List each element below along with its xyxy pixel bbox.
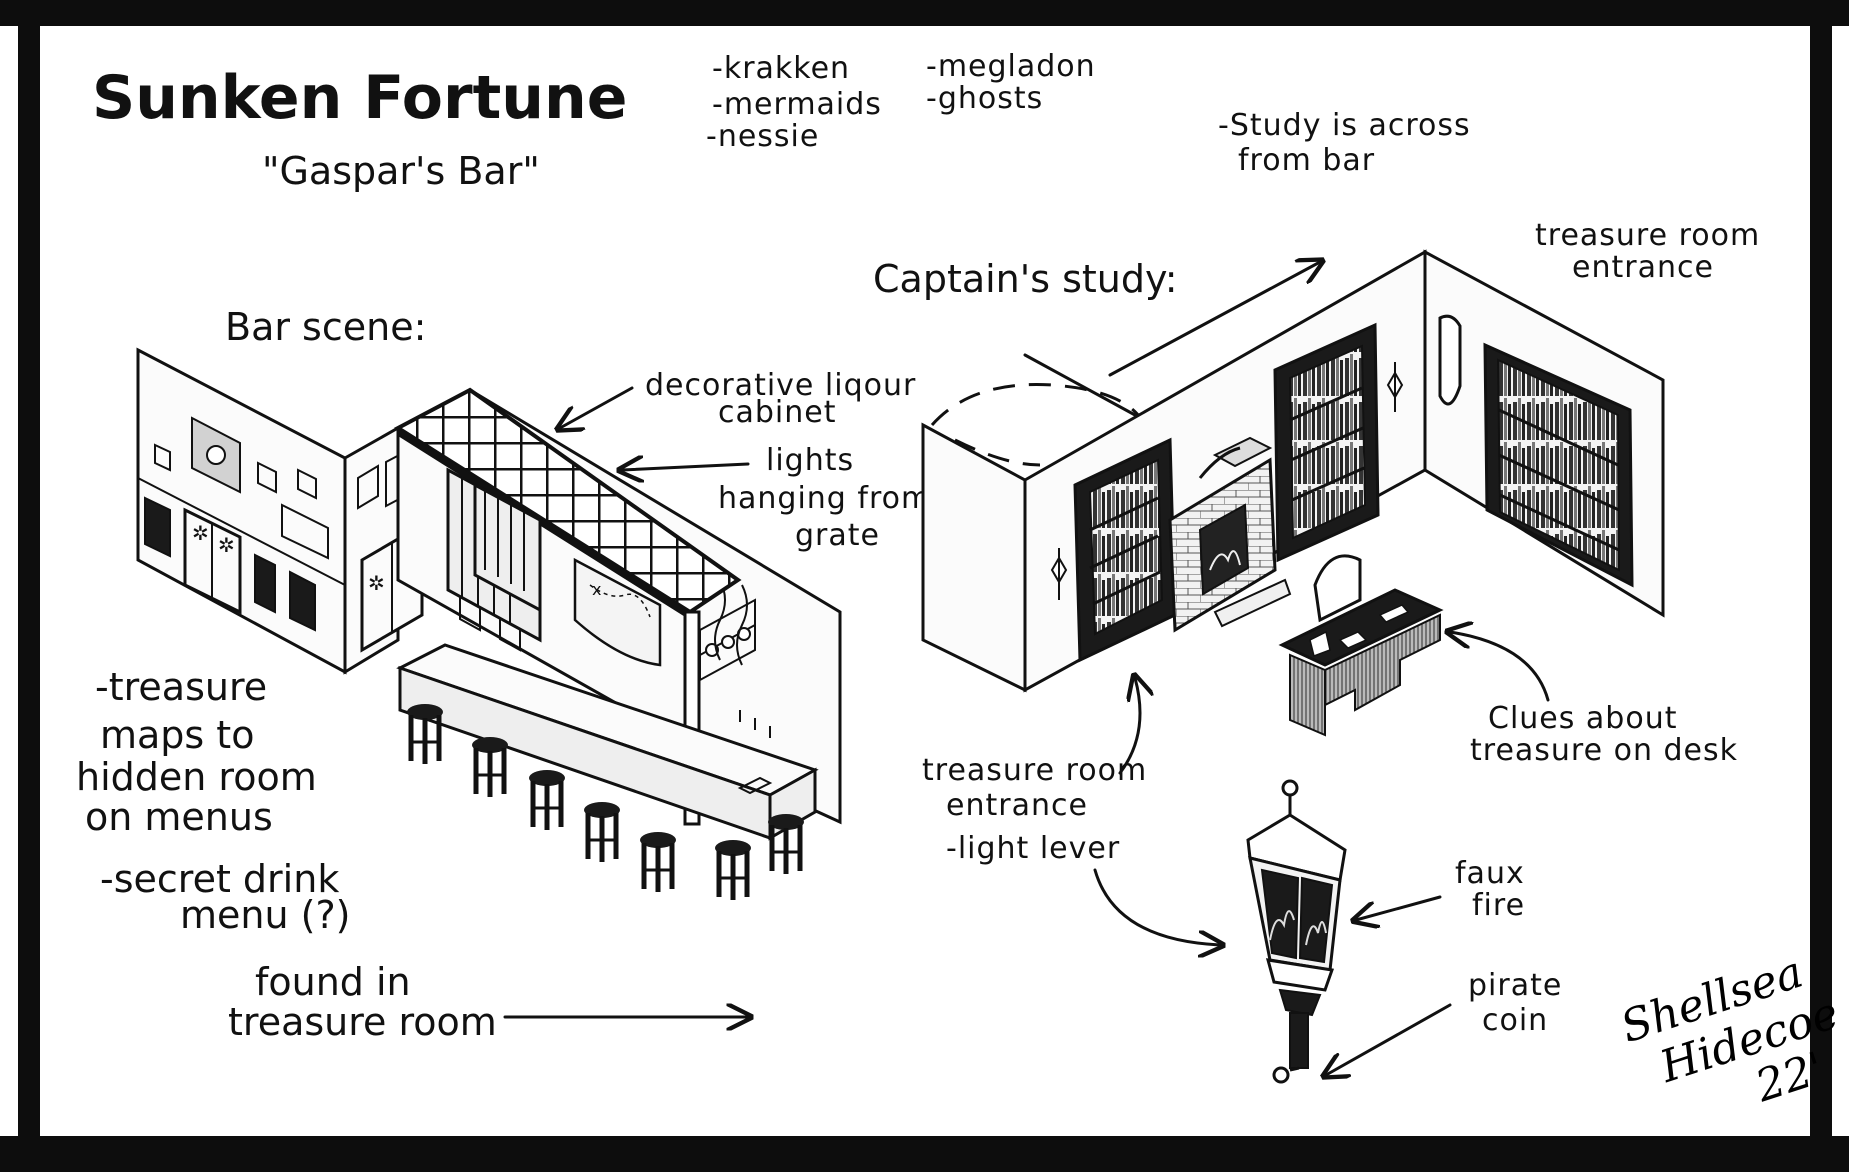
pirate-coin-icon — [1272, 1066, 1290, 1084]
label-line: treasure room — [922, 753, 1147, 788]
creature-item: -nessie — [706, 119, 819, 154]
wall-sconce-icon — [1050, 548, 1068, 600]
note-line: maps to — [100, 713, 254, 757]
door-star-icon: ✲ — [192, 521, 209, 545]
creature-item: -megladon — [926, 49, 1096, 84]
label-line: coin — [1482, 1003, 1548, 1038]
note-line: hidden room — [76, 755, 317, 799]
creature-item: -ghosts — [926, 81, 1043, 116]
desk-chair — [1313, 554, 1362, 623]
label-line: cabinet — [718, 395, 837, 430]
label-line: decorative liqour — [645, 368, 916, 403]
arrow — [1326, 1003, 1452, 1075]
treasure-map-banner — [573, 557, 662, 667]
arrow — [1356, 895, 1442, 920]
treasure-maps-note: -treasure maps to hidden room on menus — [76, 665, 317, 839]
page-title: Sunken Fortune — [92, 63, 627, 133]
label-line: pirate — [1468, 968, 1562, 1003]
door-star-icon: ✲ — [368, 571, 385, 595]
note-line: -secret drink — [100, 857, 339, 901]
study-heading: Captain's study: — [873, 257, 1178, 301]
faux-fire-icon — [1269, 910, 1327, 946]
note-line: on menus — [85, 795, 273, 839]
faux-fire-label: faux fire — [1356, 856, 1525, 923]
creature-list: -krakken -mermaids -nessie -megladon -gh… — [706, 49, 1096, 154]
wall-shield — [1438, 314, 1462, 406]
door-star-icon: ✲ — [218, 533, 235, 557]
note-line: -treasure — [95, 665, 267, 709]
study-direction-arrow — [1108, 262, 1320, 377]
label-line: fire — [1472, 888, 1525, 923]
study-location-note: -Study is across from bar — [1218, 108, 1471, 178]
captains-study-illustration — [921, 249, 1665, 737]
note-line: treasure room — [228, 1000, 497, 1044]
label-line: lights — [766, 443, 854, 478]
treasure-room-entrance-label-bottom: treasure room entrance -light lever — [922, 678, 1220, 945]
study-note-line: -Study is across — [1218, 108, 1471, 143]
note-line: menu (?) — [180, 893, 350, 937]
pirate-coin-label: pirate coin — [1326, 968, 1562, 1075]
label-line: faux — [1455, 856, 1525, 891]
secret-menu-note: -secret drink menu (?) — [100, 857, 350, 937]
creature-item: -mermaids — [712, 87, 882, 122]
lights-label: lights hanging from grate — [622, 443, 931, 553]
lantern-lever-illustration — [1246, 779, 1347, 1084]
arrow — [1450, 632, 1550, 702]
label-line: entrance — [946, 788, 1088, 823]
clues-label: Clues about treasure on desk — [1450, 632, 1738, 768]
bar-stools — [407, 704, 804, 900]
creature-item: -krakken — [712, 51, 850, 86]
label-line: hanging from — [718, 481, 931, 516]
label-line: treasure room — [1535, 218, 1760, 253]
label-line: Clues about — [1488, 701, 1677, 736]
arrow — [560, 386, 634, 428]
label-line: entrance — [1572, 250, 1714, 285]
arrow — [1093, 868, 1220, 945]
page-subtitle: "Gaspar's Bar" — [262, 149, 540, 193]
label-line: grate — [795, 518, 880, 553]
label-line: treasure on desk — [1470, 733, 1738, 768]
arrow — [1118, 678, 1140, 775]
arrow — [622, 464, 750, 470]
liquor-cabinet-label: decorative liqour cabinet — [560, 368, 916, 430]
study-note-line: from bar — [1238, 143, 1375, 178]
treasure-room-entrance-label-top: treasure room entrance — [1535, 218, 1760, 285]
note-line: found in — [255, 960, 411, 1004]
bar-scene-heading: Bar scene: — [225, 305, 426, 349]
found-in-treasure-room-note: found in treasure room — [228, 960, 748, 1044]
label-line: -light lever — [946, 831, 1120, 866]
map-x-mark: x — [592, 580, 601, 599]
bar-scene-illustration: ✲ ✲ ✲ ✲ x — [136, 347, 842, 900]
wall-sconce-icon — [1386, 362, 1404, 412]
